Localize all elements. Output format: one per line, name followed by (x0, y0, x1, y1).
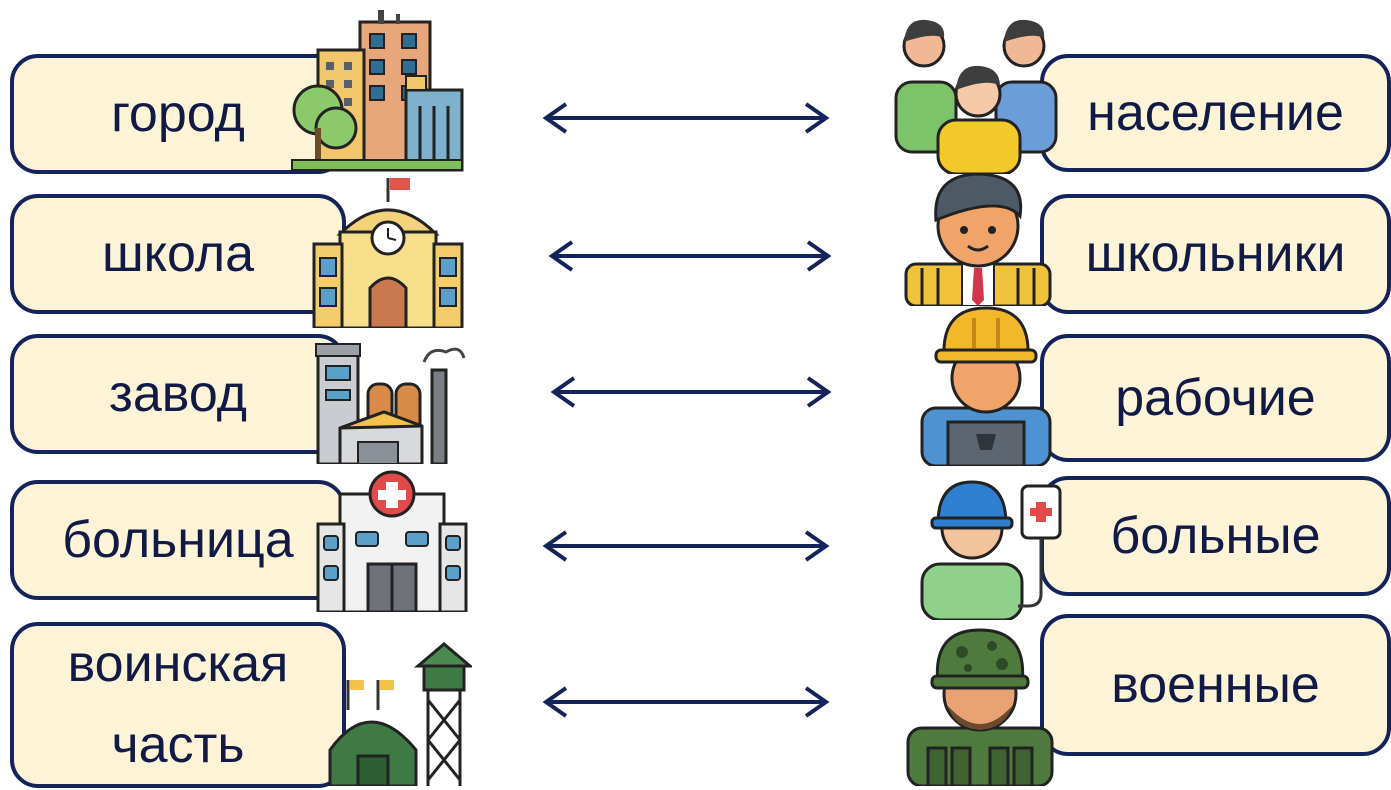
card-label: больница (62, 510, 294, 569)
schoolboy-icon (904, 172, 1052, 306)
arrow-row-2 (548, 240, 832, 272)
military-base-icon (328, 642, 472, 786)
card-military-personnel: военные (1040, 614, 1391, 756)
arrow-row-5 (542, 686, 830, 718)
arrow-row-3 (550, 376, 832, 408)
card-military-unit: воинская часть (10, 622, 346, 788)
card-label: рабочие (1115, 368, 1316, 427)
card-factory: завод (10, 334, 346, 454)
card-workers: рабочие (1040, 334, 1391, 462)
card-school: школа (10, 194, 346, 314)
card-label: завод (109, 364, 247, 423)
worker-icon (920, 306, 1052, 466)
card-label: военные (1111, 655, 1320, 714)
arrow-row-1 (542, 102, 830, 134)
hospital-icon (316, 470, 468, 612)
card-population: население (1040, 54, 1391, 172)
patient-icon (920, 480, 1062, 620)
card-label: больные (1110, 506, 1321, 565)
card-hospital: больница (10, 480, 346, 600)
arrow-row-4 (542, 530, 830, 562)
card-label: город (111, 84, 245, 143)
soldier-icon (906, 628, 1054, 786)
card-city: город (10, 54, 346, 174)
card-patients: больные (1040, 476, 1391, 596)
factory-icon (315, 343, 466, 464)
card-label: школьники (1085, 224, 1346, 283)
school-icon (312, 178, 464, 328)
card-schoolchildren: школьники (1040, 194, 1391, 314)
people-icon (894, 19, 1058, 174)
card-label: воинская часть (67, 635, 289, 774)
city-icon (291, 10, 464, 172)
card-label: население (1087, 83, 1344, 142)
card-label: школа (101, 224, 255, 283)
